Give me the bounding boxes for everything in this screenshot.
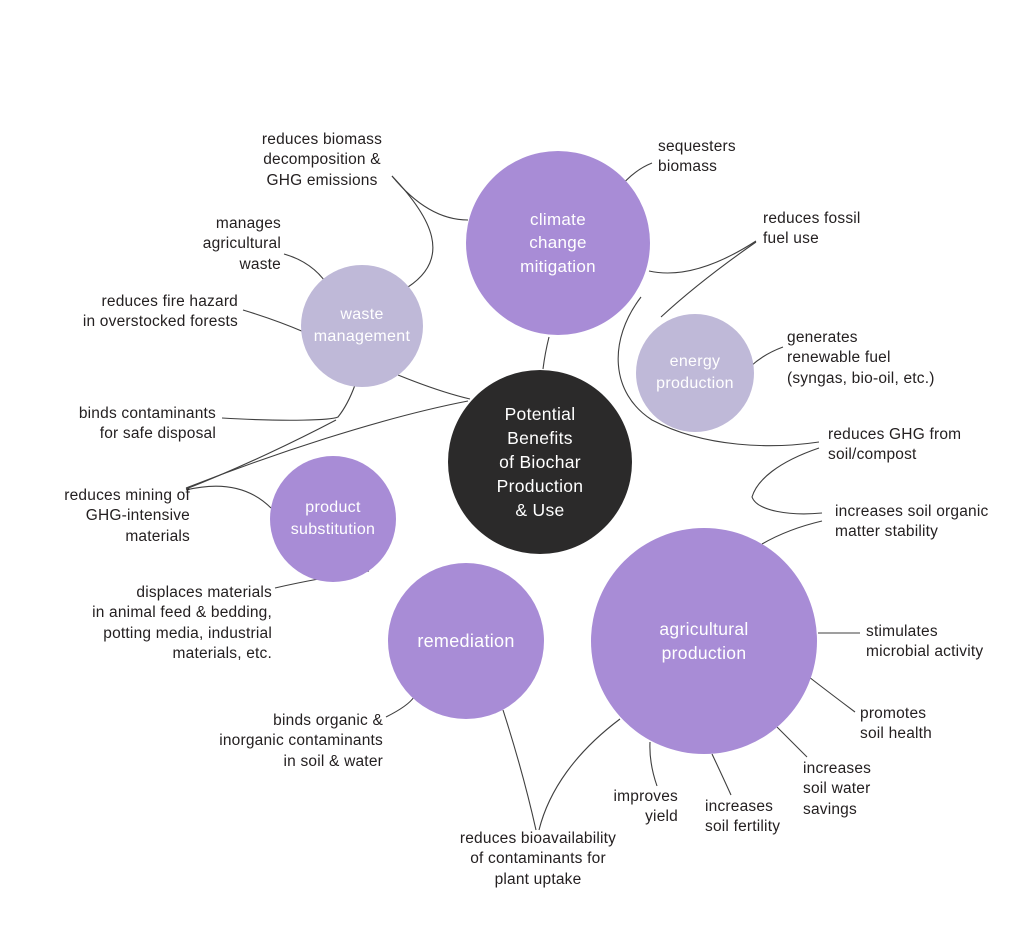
connector-line [502,709,537,831]
connector-line [750,346,784,367]
connector-line [617,296,820,447]
benefit-soil-water-savings: increases soil water savings [803,760,872,818]
connector-line [538,718,621,831]
benefit-manages-agricultural-waste: manages agricultural waste [202,215,281,273]
circle-label: waste management [313,305,411,345]
circle-energy-production: energy production [636,314,754,432]
circle-remediation: remediation [388,563,544,719]
benefit-reduces-biomass-decomposition: reduces biomass decomposition & GHG emis… [261,131,383,189]
benefit-reduces-fossil-fuel-use: reduces fossil fuel use [763,210,861,248]
connector-line [221,384,356,421]
circle-climate-change-mitigation: climate change mitigation [466,151,650,335]
connector-line [185,485,272,509]
circle-label: remediation [417,630,515,651]
benefit-stimulates-microbial-activity: stimulates microbial activity [866,623,984,661]
connector-line [761,520,823,545]
diagram-title: Potential Benefits of Biochar Production… [496,403,584,521]
connector-line [242,309,305,333]
connector-line [391,175,434,288]
benefit-reduces-fire-hazard: reduces fire hazard in overstocked fores… [82,293,238,331]
connector-line [808,676,856,713]
connector-line [711,753,732,796]
benefit-reduces-bioavailability: reduces bioavailability of contaminants … [459,830,617,888]
connector-line [185,419,337,490]
circle-agricultural-production: agricultural production [591,528,817,754]
benefit-generates-renewable-fuel: generates renewable fuel (syngas, bio-oi… [787,329,935,387]
connector-line [648,240,757,274]
benefit-soil-organic-matter: increases soil organic matter stability [835,503,989,541]
connector-line [776,726,808,758]
connector-line [751,447,823,515]
benefit-reduces-ghg-soil-compost: reduces GHG from soil/compost [828,426,962,464]
circle-label: product substitution [290,498,376,538]
benefit-sequesters-biomass: sequesters biomass [658,138,736,176]
connector-line [649,741,658,787]
benefit-improves-yield: improves yield [613,788,678,826]
circle-product-substitution: product substitution [270,456,396,582]
connector-line [660,241,757,318]
circle-central-title: Potential Benefits of Biochar Production… [448,370,632,554]
connector-line [397,374,471,400]
circle-waste-management: waste management [301,265,423,387]
circle-label: energy production [656,352,734,392]
connector-line [385,696,415,718]
benefit-reduces-mining: reduces mining of GHG-intensive material… [64,487,190,545]
benefit-promotes-soil-health: promotes soil health [860,705,932,743]
benefit-increases-soil-fertility: increases soil fertility [705,798,781,836]
circle-label: climate change mitigation [520,209,596,276]
benefit-binds-contaminants-disposal: binds contaminants for safe disposal [78,405,216,443]
benefit-binds-organic-contaminants: binds organic & inorganic contaminants i… [219,712,383,770]
connector-line [542,336,550,370]
circle-label: agricultural production [659,618,749,663]
benefit-displaces-materials: displaces materials in animal feed & bed… [92,584,272,663]
